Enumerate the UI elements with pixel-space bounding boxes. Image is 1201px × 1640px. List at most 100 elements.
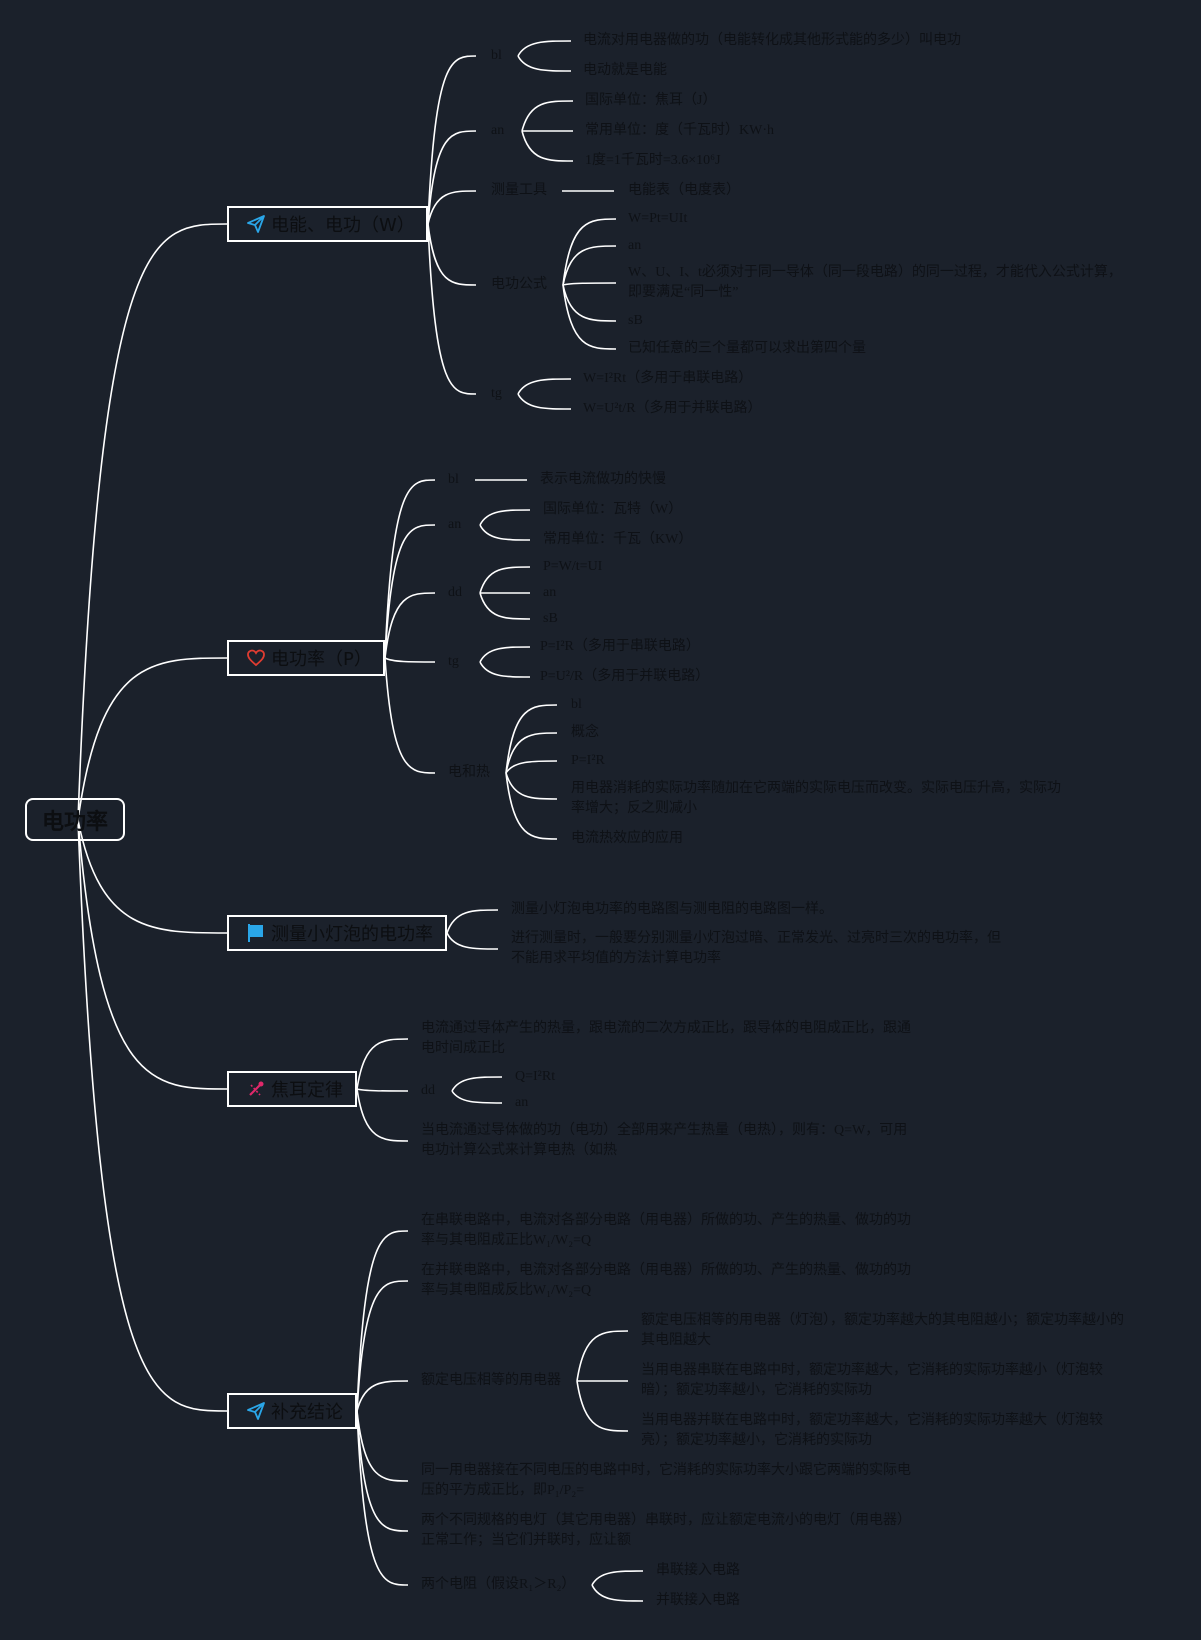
leaf-text: 在串联电路中，电流对各部分电路（用电器）所做的功、产生的热量、做功的功 <box>421 1213 911 1228</box>
leaf-text: 电流通过导体产生的热量，跟电流的二次方成正比，跟导体的电阻成正比，跟通 <box>421 1021 911 1036</box>
leaf-text: 同一用电器接在不同电压的电路中时，它消耗的实际功率大小跟它两端的实际电 <box>421 1463 911 1478</box>
subtopic-heat: 电和热 <box>448 765 490 780</box>
connector-line <box>517 55 572 72</box>
subtopic-rated-voltage: 额定电压相等的用电器 <box>421 1373 561 1388</box>
leaf-text: 电时间成正比 <box>421 1041 505 1056</box>
leaf-text: 电流热效应的应用 <box>571 831 683 846</box>
leaf-text: 正常工作；当它们并联时，应让额 <box>421 1533 631 1548</box>
leaf-text: 当用电器并联在电路中时，额定功率越大，它消耗的实际功率越大（灯泡较 <box>641 1413 1103 1428</box>
topic-electric-power[interactable]: 电功率（P） <box>227 640 385 676</box>
leaf-text: 概念 <box>571 725 599 740</box>
connector-line <box>479 524 531 541</box>
connector-line <box>446 909 499 934</box>
connector-line <box>384 592 436 659</box>
leaf-text: sB <box>628 313 643 328</box>
subtopic-formula: 电功公式 <box>491 277 547 292</box>
connector-line <box>591 1584 644 1602</box>
connector-line <box>77 819 228 934</box>
connector-line <box>427 55 477 225</box>
root-label: 电功率 <box>41 809 108 835</box>
subtopic-tg: tg <box>448 654 459 669</box>
leaf-text: P=I²R <box>571 753 605 768</box>
connector-line <box>505 704 558 774</box>
connector-line <box>517 378 572 395</box>
connector-line <box>356 1088 409 1142</box>
connector-line <box>427 190 477 225</box>
leaf-text: 并联接入电路 <box>656 1593 740 1608</box>
connector-line <box>505 760 558 774</box>
subtopic-tg: tg <box>491 386 502 401</box>
connector-line <box>356 1038 409 1090</box>
topic-electric-work[interactable]: 电能、电功（W） <box>227 206 428 242</box>
connector-line <box>517 40 572 57</box>
leaf-text: 不能用求平均值的方法计算电功率 <box>511 951 721 966</box>
leaf-text: W=I²Rt（多用于串联电路） <box>583 371 753 386</box>
topic-supplementary-conclusions[interactable]: 补充结论 <box>227 1393 357 1429</box>
connector-line <box>562 245 617 286</box>
leaf-text: 电功计算公式来计算电热（如热 <box>421 1143 617 1158</box>
topic-label: 电能、电功（W） <box>271 215 415 236</box>
leaf-text: 国际单位：瓦特（W） <box>543 502 683 517</box>
root-topic[interactable]: 电功率 <box>25 798 125 841</box>
topic-label: 补充结论 <box>271 1402 343 1423</box>
connector-line <box>505 772 558 800</box>
paper-plane-icon <box>245 1400 267 1422</box>
leaf-text: W、U、I、t必须对于同一导体（同一段电路）的同一过程，才能代入公式计算， <box>628 265 1122 280</box>
connector-line <box>356 1088 409 1092</box>
topic-label: 焦耳定律 <box>271 1080 343 1101</box>
topic-joule-law[interactable]: 焦耳定律 <box>227 1071 357 1107</box>
topic-measure-bulb-power[interactable]: 测量小灯泡的电功率 <box>227 915 447 951</box>
leaf-text: 测量小灯泡电功率的电路图与测电阻的电路图一样。 <box>511 902 833 917</box>
leaf-text: Q=I²Rt <box>515 1069 556 1084</box>
flag-icon <box>245 922 267 944</box>
leaf-text: an <box>628 238 642 253</box>
connector-line <box>576 1330 629 1382</box>
leaf-text: 率与其电阻成反比W₁/W₂=Q <box>421 1283 592 1298</box>
leaf-text: 率增大；反之则减小 <box>571 801 697 816</box>
subtopic-bl: bl <box>491 48 502 63</box>
connector-line <box>517 393 572 410</box>
leaf-text: W=Pt=UIt <box>628 211 688 226</box>
leaf-text: 其电阻越大 <box>641 1333 711 1348</box>
connector-line <box>562 284 617 350</box>
leaf-text: 已知任意的三个量都可以求出第四个量 <box>628 341 866 356</box>
leaf-text: 压的平方成正比，即P₁/P₂= <box>421 1483 585 1498</box>
connector-line <box>356 1380 409 1412</box>
connector-line <box>427 130 477 225</box>
connector-line <box>479 661 531 678</box>
connector-line <box>479 509 531 526</box>
leaf-text: 即要满足“同一性” <box>628 285 739 300</box>
leaf-text: 两个不同规格的电灯（其它用电器）串联时，应让额定电流小的电灯（用电器） <box>421 1513 911 1528</box>
connector-line <box>451 1090 503 1104</box>
leaf-text: 用电器消耗的实际功率随加在它两端的实际电压而改变。实际电压升高，实际功 <box>571 781 1061 796</box>
leaf-text: 电流对用电器做的功（电能转化成其他形式能的多少）叫电功 <box>583 33 961 48</box>
connector-line <box>427 223 477 286</box>
connector-line <box>505 772 558 840</box>
connector-line <box>384 657 436 774</box>
leaf-text: 表示电流做功的快慢 <box>540 472 666 487</box>
subtopic-tool: 测量工具 <box>491 183 547 198</box>
connector-line <box>384 657 436 663</box>
leaf-text: W=U²t/R（多用于并联电路） <box>583 401 762 416</box>
leaf-text: 当电流通过导体做的功（电功）全部用来产生热量（电热），则有：Q=W，可用 <box>421 1123 908 1138</box>
connector-line <box>356 1410 409 1586</box>
connector-line <box>479 566 531 594</box>
connector-line <box>505 732 558 774</box>
connector-line <box>384 524 436 659</box>
connector-line <box>479 646 531 663</box>
leaf-text: an <box>543 585 557 600</box>
subtopic-bl: bl <box>448 472 459 487</box>
connector-line <box>356 1410 409 1532</box>
connector-line <box>479 592 531 620</box>
topic-label: 测量小灯泡的电功率 <box>271 924 433 945</box>
subtopic-an: an <box>491 123 505 138</box>
tools-icon <box>245 1078 267 1100</box>
subtopic-dd: dd <box>421 1083 435 1098</box>
leaf-text: 额定电压相等的用电器（灯泡），额定功率越大的其电阻越小；额定功率越小的 <box>641 1313 1124 1328</box>
connector-line <box>356 1410 409 1482</box>
leaf-text: 电能表（电度表） <box>628 183 740 198</box>
leaf-text: 暗）；额定功率越小，它消耗的实际功 <box>641 1383 872 1398</box>
leaf-text: 串联接入电路 <box>656 1563 740 1578</box>
connector-line <box>356 1230 409 1412</box>
